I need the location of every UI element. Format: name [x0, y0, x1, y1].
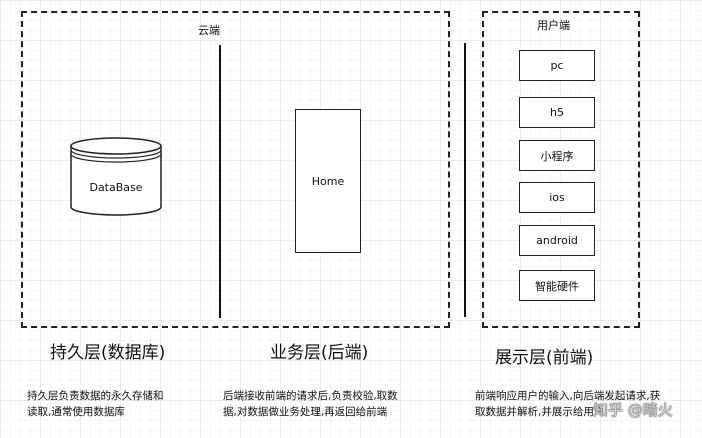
persistence-layer-description: 持久层负责数据的永久存储和 读取,通常使用数据库 [27, 390, 164, 418]
watermark: 知乎 @暗火 [593, 401, 673, 420]
client-item-smart-hardware: 智能硬件 [519, 270, 595, 301]
client-item-pc: pc [519, 50, 595, 81]
client-label: 用户端 [537, 19, 570, 32]
cloud-separator-line [219, 45, 221, 318]
client-separator-line [464, 43, 466, 317]
presentation-layer-title: 展示层(前端) [495, 348, 594, 368]
cloud-label: 云端 [198, 24, 220, 37]
home-service-label: Home [311, 174, 345, 188]
database-icon [70, 137, 162, 216]
presentation-layer-description: 前端响应用户的输入,向后端发起请求,获 取数据并解析,并展示给用户 [475, 390, 661, 418]
client-container [482, 11, 640, 328]
client-item-miniprogram: 小程序 [519, 140, 595, 171]
business-layer-title: 业务层(后端) [270, 343, 369, 363]
business-layer-description: 后端接收前端的请求后,负责校验,取数 据,对数据做业务处理,再返回给前端 [223, 390, 398, 418]
client-item-android: android [519, 225, 595, 256]
client-item-h5: h5 [519, 97, 595, 128]
home-service-box: Home [295, 109, 361, 253]
database-label: DataBase [89, 181, 143, 194]
client-item-ios: ios [519, 182, 595, 213]
persistence-layer-title: 持久层(数据库) [50, 343, 166, 363]
cloud-container [21, 11, 450, 328]
